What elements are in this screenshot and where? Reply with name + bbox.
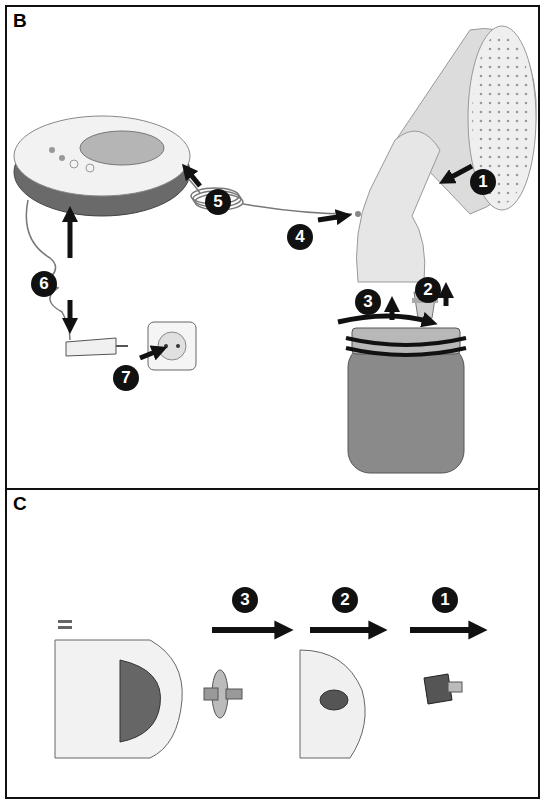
- pump-unit: [14, 116, 190, 216]
- wall-socket: [148, 322, 196, 370]
- pump-unit: [86, 164, 94, 172]
- assembly-arrows: [212, 627, 284, 633]
- callout-number: 6: [31, 271, 57, 297]
- assembly-arrows: [140, 350, 160, 358]
- pump-housing: [120, 660, 161, 742]
- bottle: [346, 348, 466, 355]
- callout-number: 1: [432, 587, 458, 613]
- pump-unit: [59, 155, 65, 161]
- wall-socket: [176, 344, 180, 348]
- callout-number: 3: [232, 587, 258, 613]
- assembly-arrows: [310, 627, 378, 633]
- diaphragm: [226, 689, 242, 699]
- panel-letter: C: [13, 494, 27, 513]
- power-plug: [66, 338, 116, 356]
- housing-cap: [300, 650, 365, 758]
- power-plug: [116, 345, 128, 347]
- callout-number: 3: [355, 289, 381, 315]
- housing-cap: [300, 650, 365, 758]
- diaphragm: [204, 670, 242, 718]
- assembly-arrows: [318, 216, 344, 220]
- assembly-arrows: [338, 316, 430, 322]
- pump-unit: [70, 160, 78, 168]
- power-cord: [26, 200, 70, 340]
- assembly-arrows: [70, 166, 472, 358]
- assembly-arrows: [68, 300, 73, 326]
- pump-body: [355, 211, 361, 217]
- assembly-arrows: [187, 170, 200, 186]
- pump-housing: [55, 620, 182, 758]
- pump-unit: [14, 116, 190, 196]
- wall-socket: [164, 344, 168, 348]
- power-plug: [66, 338, 128, 356]
- pump-unit: [80, 131, 164, 165]
- panel-letter: B: [13, 11, 27, 30]
- callout-number: 1: [470, 169, 496, 195]
- assembly-arrows: [444, 290, 449, 306]
- air-tube: [186, 176, 352, 214]
- bottle: [348, 345, 464, 473]
- wall-socket: [148, 322, 196, 370]
- assembly-arrows: [68, 214, 73, 258]
- pump-unit: [49, 147, 55, 153]
- pump-housing: [58, 626, 72, 629]
- callout-number: 4: [287, 224, 313, 250]
- pump-housing: [55, 640, 182, 758]
- callout-number: 7: [113, 365, 139, 391]
- air-tube: [243, 204, 352, 214]
- bottle: [346, 328, 466, 473]
- assembly-arrows: [410, 627, 478, 633]
- housing-cap: [320, 690, 348, 710]
- callout-number: 2: [415, 277, 441, 303]
- callout-number: 2: [332, 587, 358, 613]
- power-cord: [26, 200, 70, 340]
- pump-housing: [58, 620, 72, 623]
- panel-box: B: [5, 5, 540, 490]
- assembly-arrows: [212, 627, 478, 633]
- wall-socket: [158, 332, 186, 360]
- pump-body: [355, 26, 536, 282]
- pump-body: [468, 26, 536, 210]
- diaphragm: [204, 688, 218, 700]
- pump-body: [357, 131, 441, 282]
- assembly-arrows: [446, 166, 472, 180]
- bottle: [346, 338, 466, 345]
- tube-connector: [448, 682, 462, 692]
- callout-number: 5: [205, 189, 231, 215]
- panel-box: C: [5, 488, 540, 799]
- tube-connector: [424, 674, 462, 704]
